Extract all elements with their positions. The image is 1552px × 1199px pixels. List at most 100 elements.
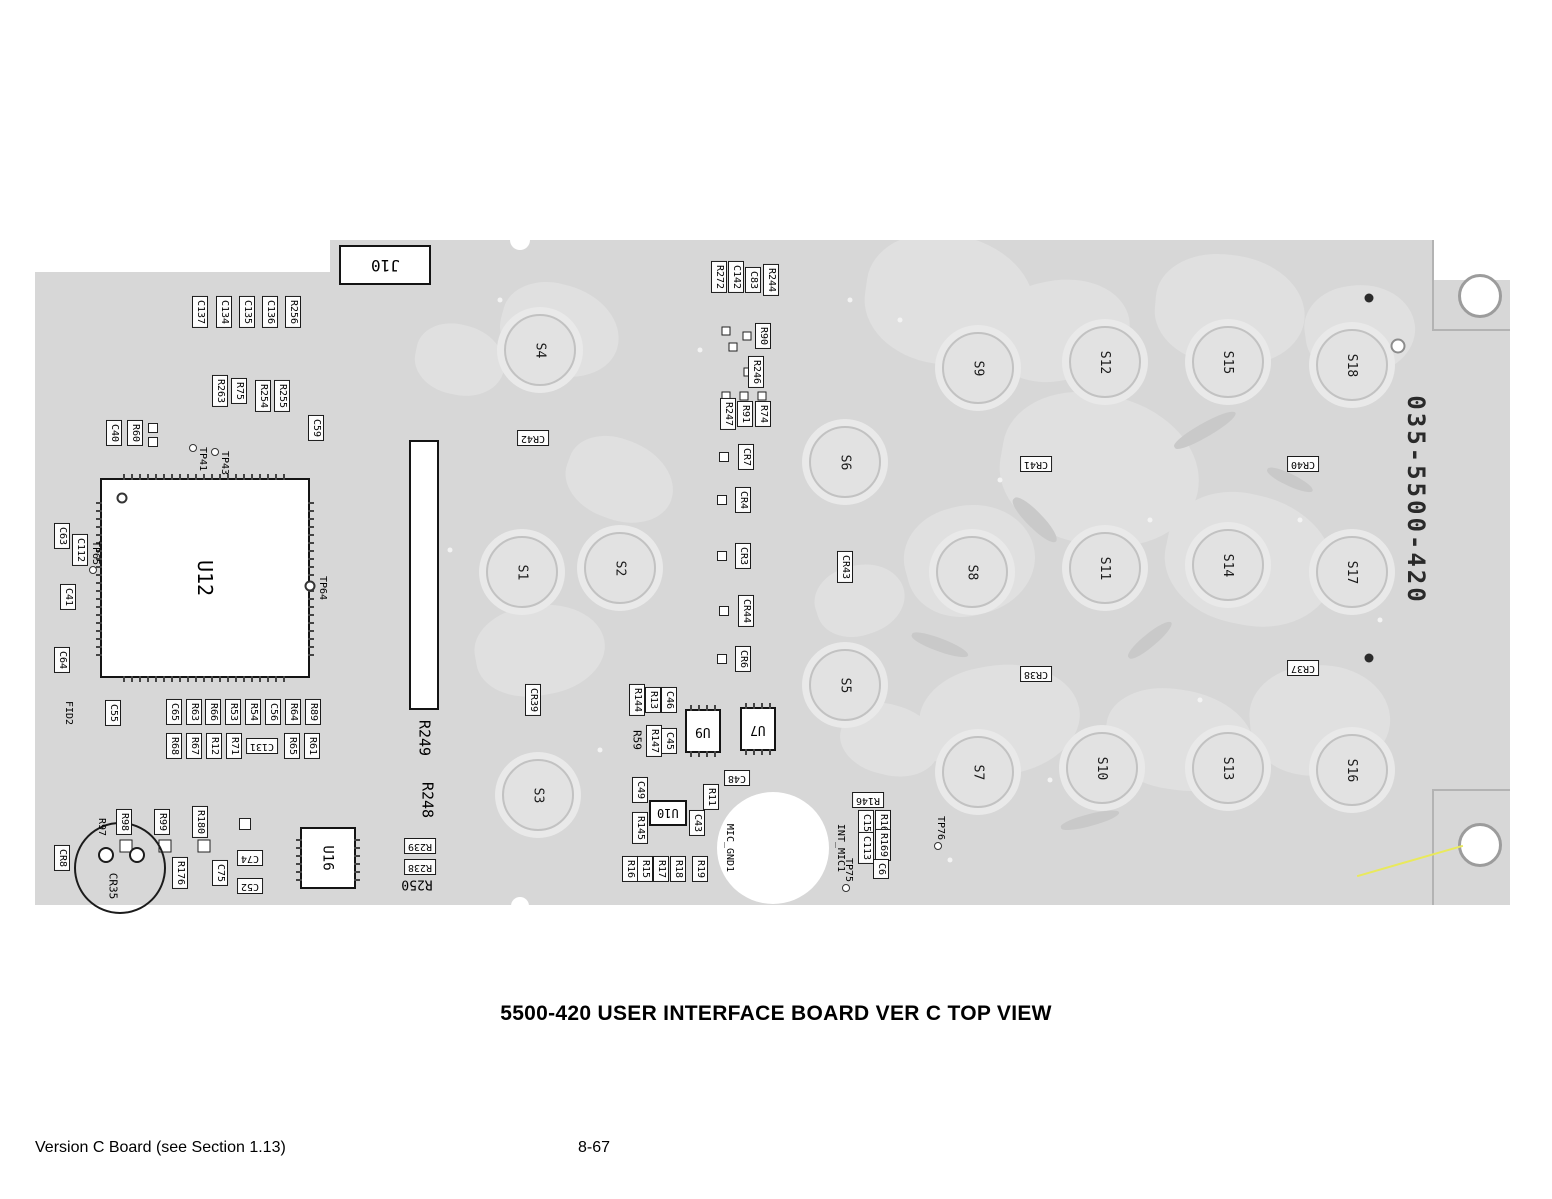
tp64-pad: [304, 580, 316, 592]
lbl-C112: C112: [72, 533, 88, 567]
lbl-C75: C75: [212, 859, 228, 887]
lbl-R248: R248: [418, 781, 437, 819]
ic-pins: [308, 499, 314, 657]
lbl-MIC_GND1: MIC_GND1: [724, 823, 735, 873]
lbl-R13: R13: [645, 686, 661, 714]
lbl-C41: C41: [60, 583, 76, 611]
lbl-CR42: CR42: [516, 430, 550, 446]
pcb-pad: [719, 606, 729, 616]
lbl-R71: R71: [226, 732, 242, 760]
connector-slot: [409, 440, 439, 710]
pcb-via: [947, 857, 953, 863]
tp76-pad: [934, 842, 942, 850]
ic-pins: [690, 705, 716, 711]
board-tab-line: [1432, 240, 1434, 330]
lbl-C65: C65: [166, 698, 182, 726]
pcb-via: [997, 477, 1003, 483]
ic-U7: U7: [740, 703, 776, 755]
lbl-C83: C83: [745, 266, 761, 294]
ic-pins: [296, 834, 302, 882]
lbl-CR43: CR43: [837, 550, 853, 584]
lbl-R272: R272: [711, 260, 727, 294]
switch-S15: S15: [1192, 326, 1264, 398]
ic-pins: [690, 751, 716, 757]
switch-S13: S13: [1192, 732, 1264, 804]
lbl-C59: C59: [308, 414, 324, 442]
pcb-via: [597, 747, 603, 753]
lbl-R239: R239: [403, 838, 437, 854]
lbl-R98: R98: [116, 808, 132, 836]
switch-S12: S12: [1069, 326, 1141, 398]
ic-U9: U9: [685, 705, 721, 757]
lbl-R65: R65: [284, 732, 300, 760]
figure-caption: 5500-420 USER INTERFACE BOARD VER C TOP …: [500, 1002, 1052, 1025]
lbl-R263: R263: [212, 374, 228, 408]
lbl-R99: R99: [154, 808, 170, 836]
lbl-TP75: TP75: [843, 857, 854, 883]
pcb-via: [847, 297, 853, 303]
switch-S10: S10: [1066, 732, 1138, 804]
switch-S11: S11: [1069, 532, 1141, 604]
lbl-R256: R256: [285, 295, 301, 329]
ic-U10: U10: [649, 800, 687, 826]
ic-U12: U12: [96, 474, 314, 682]
edge-notch-top: [510, 230, 530, 250]
ic-pins: [354, 834, 360, 882]
lbl-C48: C48: [723, 770, 751, 786]
pcb-pad: [148, 423, 158, 433]
edge-notch-bottom: [511, 897, 529, 915]
cr35-hole: [98, 847, 114, 863]
lbl-R60: R60: [127, 419, 143, 447]
lbl-R53: R53: [225, 698, 241, 726]
lbl-R147: R147: [646, 724, 662, 758]
lbl-R250: R250: [401, 876, 433, 892]
ic-pins: [122, 474, 288, 480]
lbl-R54: R54: [245, 698, 261, 726]
lbl-CR41: CR41: [1019, 456, 1053, 472]
page-number: 8-67: [578, 1139, 611, 1156]
board-tab-line: [1432, 329, 1510, 331]
lbl-R74: R74: [755, 400, 771, 428]
pcb-pad: [757, 391, 767, 401]
lbl-C49: C49: [632, 776, 648, 804]
mounting-hole: [1458, 823, 1502, 867]
switch-S9: S9: [942, 332, 1014, 404]
board-id-text: 035-5500-420: [1402, 395, 1430, 605]
small-hole: [1390, 338, 1406, 354]
tp65-pad: [89, 566, 97, 574]
u12-pin1-dot: [116, 492, 128, 504]
switch-S7: S7: [942, 736, 1014, 808]
board-tab-line: [1432, 791, 1434, 905]
lbl-R16: R16: [622, 855, 638, 883]
lbl-C74: C74: [236, 850, 264, 866]
lbl-C40: C40: [106, 419, 122, 447]
lbl-R91: R91: [737, 400, 753, 428]
lbl-TP76: TP76: [935, 815, 946, 841]
ic-J10: J10: [339, 245, 431, 285]
lbl-TP64: TP64: [317, 575, 328, 601]
lbl-CR6: CR6: [735, 645, 751, 673]
lbl-R244: R244: [763, 263, 779, 297]
lbl-R97: R97: [96, 817, 107, 837]
lbl-R67: R67: [186, 732, 202, 760]
pcb-pad: [717, 495, 727, 505]
lbl-C113: C113: [858, 831, 874, 865]
lbl-CR35: CR35: [106, 872, 120, 900]
lbl-C136: C136: [262, 295, 278, 329]
lbl-R89: R89: [305, 698, 321, 726]
lbl-C137: C137: [192, 295, 208, 329]
lbl-R249: R249: [415, 719, 434, 757]
lbl-R64: R64: [285, 698, 301, 726]
lbl-C52: C52: [236, 878, 264, 894]
tp43-pad: [211, 448, 219, 456]
pcb-pad: [197, 839, 211, 853]
lbl-C45: C45: [661, 727, 677, 755]
lbl-C142: C142: [728, 260, 744, 294]
pcb-pad: [742, 331, 752, 341]
pcb-pad: [721, 326, 731, 336]
lbl-C63: C63: [54, 522, 70, 550]
pcb-pad: [717, 551, 727, 561]
pcb-pad: [717, 654, 727, 664]
lbl-R238: R238: [403, 859, 437, 875]
lbl-CR38: CR38: [1019, 666, 1053, 682]
